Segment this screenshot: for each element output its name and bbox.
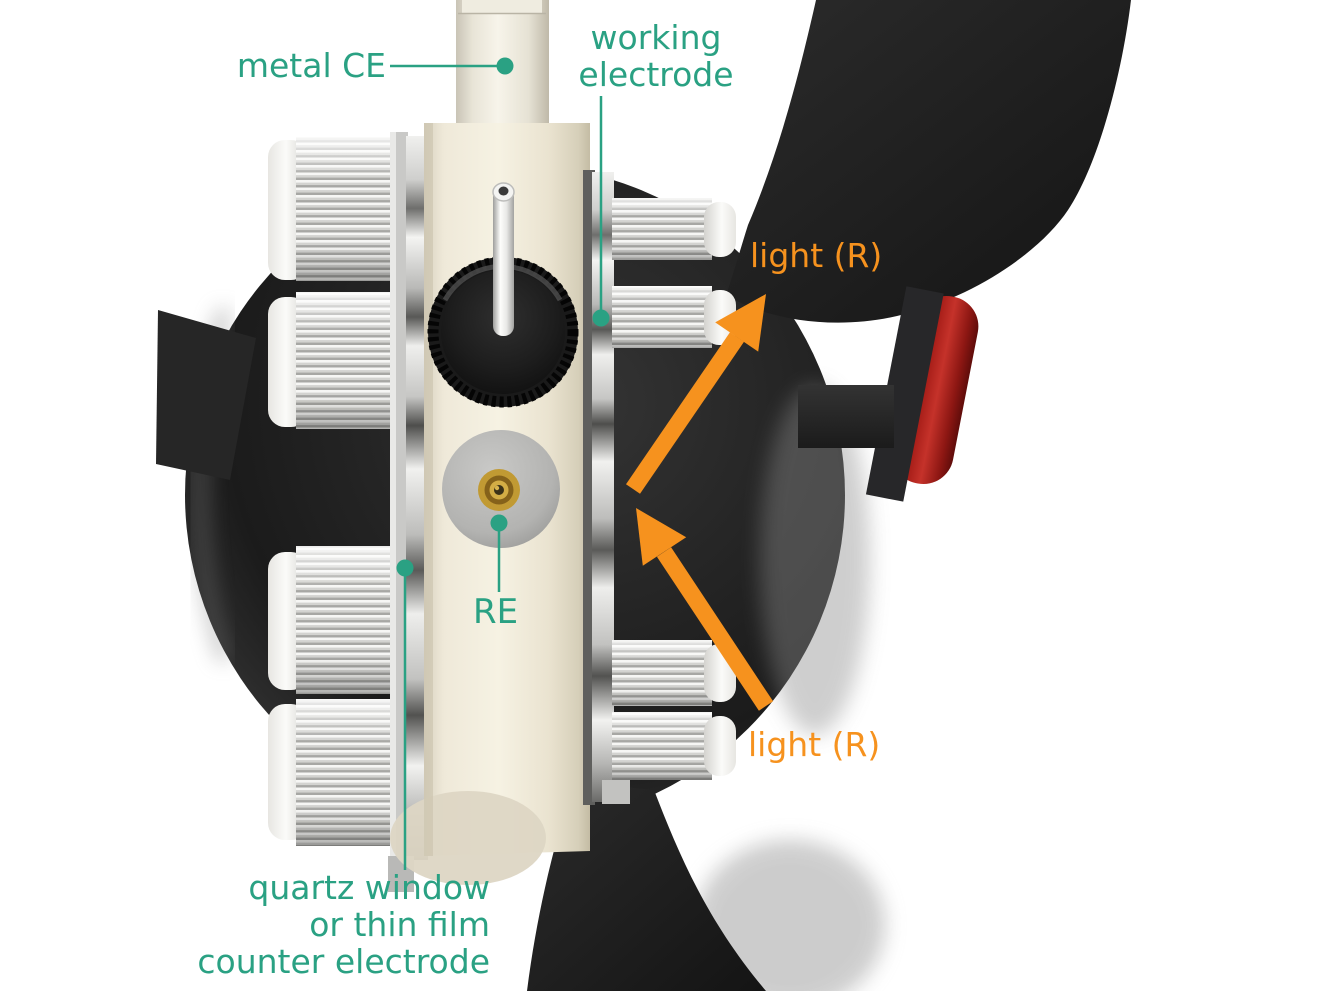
cap-right-1 — [612, 198, 736, 260]
side-arm — [798, 385, 894, 448]
label-metal-ce: metal CE — [236, 46, 386, 85]
light-arrow-top — [625, 294, 766, 494]
label-re: RE — [473, 592, 519, 632]
leader-working-electrode — [592, 96, 610, 327]
label-counter-line3: counter electrode — [197, 942, 490, 981]
label-counter-line2: or thin film — [309, 905, 490, 944]
leader-quartz-window — [396, 559, 414, 870]
flange-right-foot — [602, 780, 630, 804]
soft-shadow-bottom — [695, 840, 885, 991]
cap-right-2 — [612, 286, 736, 348]
re-capillary — [492, 182, 515, 336]
clamp-blade-left — [156, 310, 256, 480]
cap-right-3 — [612, 640, 736, 706]
cap-left-1 — [268, 137, 396, 281]
soft-shadow-right — [760, 385, 870, 735]
re-port-disc — [442, 430, 560, 548]
light-arrow-bottom — [636, 508, 774, 711]
side-arm-assembly — [798, 286, 979, 502]
cap-right-4 — [612, 712, 736, 780]
re-connector-pin — [478, 469, 520, 511]
cap-left-2 — [268, 292, 396, 429]
right-cap-group — [612, 198, 736, 780]
label-counter-line1: quartz window — [248, 868, 490, 907]
working-electrode-tube-step — [462, 0, 542, 13]
flange-right — [583, 170, 630, 805]
cap-left-4 — [268, 699, 396, 846]
label-light-top: light (R) — [750, 236, 883, 275]
label-working-electrode-line1: working — [590, 18, 722, 57]
label-working-electrode: working electrode — [566, 19, 746, 93]
label-counter-electrode: quartz window or thin film counter elect… — [0, 869, 490, 980]
flange-left — [388, 132, 428, 892]
cap-left-3 — [268, 546, 396, 694]
clamp-blade-top-right — [726, 0, 1131, 323]
left-cap-group — [268, 137, 396, 846]
leader-metal-ce — [390, 57, 514, 75]
label-light-bottom: light (R) — [748, 725, 881, 764]
label-working-electrode-line2: electrode — [578, 55, 734, 94]
leader-re — [490, 514, 508, 592]
